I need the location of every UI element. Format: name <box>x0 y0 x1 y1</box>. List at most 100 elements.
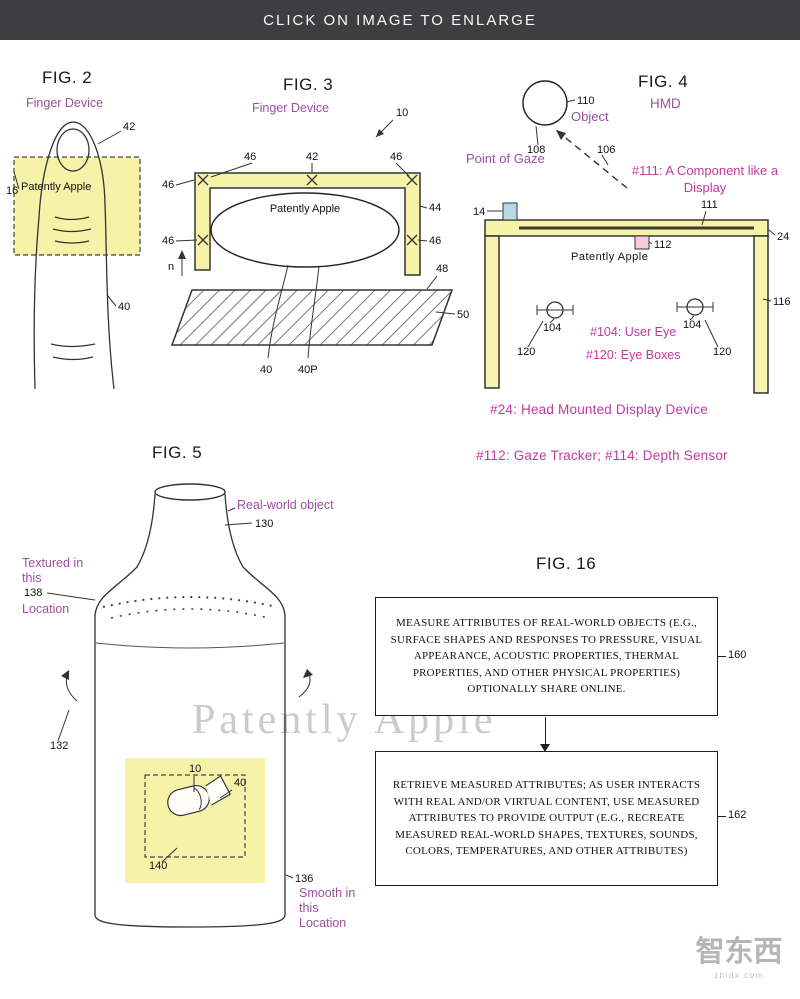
banner: CLICK ON IMAGE TO ENLARGE <box>0 0 800 40</box>
leader-112 <box>648 241 653 245</box>
gaze-object-sphere <box>522 80 568 126</box>
x-markers <box>197 174 418 246</box>
fig3-label-40p: 40P <box>298 364 318 376</box>
real-world-object-label: Real-world object <box>237 498 334 512</box>
fig3-label-10: 10 <box>396 107 408 119</box>
leader-40-wavy <box>267 264 289 359</box>
point-of-gaze-label: Point of Gaze <box>466 151 545 166</box>
rotate-arrow-left-head <box>61 670 69 680</box>
fig5-title: FIG. 5 <box>152 443 203 462</box>
fig4-label-120: 120 <box>713 346 731 358</box>
fig2-label-16: 16 <box>6 185 18 197</box>
fig3-label-46: 46 <box>429 235 441 247</box>
fig3-label-40: 40 <box>260 364 272 376</box>
leader-40 <box>219 789 233 799</box>
fig2-label-40: 40 <box>118 301 130 313</box>
leader-116 <box>762 298 772 302</box>
fig3-label-44: 44 <box>429 202 441 214</box>
fig5-label-140: 140 <box>149 860 167 872</box>
fig3-label-46: 46 <box>390 151 402 163</box>
finger-pad-ellipse <box>210 192 400 268</box>
logo-subtext: zhidx.com <box>714 971 764 980</box>
left-eye-symbol <box>536 301 574 319</box>
fig5-label-40: 40 <box>234 777 246 789</box>
fig2-highlight-region <box>14 157 140 255</box>
fig4-label-106: 106 <box>597 144 615 156</box>
eye-boxes-note: #120: Eye Boxes <box>586 348 681 362</box>
leader-160 <box>718 656 726 657</box>
site-watermark-logo: 智东西 zhidx.com <box>683 928 795 980</box>
textured-note-bottom: Location <box>22 602 70 616</box>
gaze-dashed-arrow <box>555 129 628 189</box>
texture-dashes <box>102 596 278 608</box>
banner-text: CLICK ON IMAGE TO ENLARGE <box>263 11 537 29</box>
leader-120-left <box>527 320 544 348</box>
fig4-label-112: 112 <box>654 239 672 251</box>
fig5-highlight-region <box>125 758 265 883</box>
fig16-label-160: 160 <box>728 649 747 661</box>
leader-162 <box>718 816 726 817</box>
fig5-drawing: 132 130 10 40 140 136 <box>46 483 313 928</box>
device-frame <box>194 172 421 276</box>
user-eye-note: #104: User Eye <box>590 325 677 339</box>
fig4-label-116: 116 <box>773 296 791 308</box>
fig4-label-104: 104 <box>683 319 701 331</box>
fingernail <box>56 128 90 172</box>
right-eye-symbol <box>676 298 714 316</box>
leader-130 <box>224 522 253 526</box>
fig5-label-130: 130 <box>255 518 273 530</box>
leader-16 <box>13 171 20 190</box>
fig3-subtitle: Finger Device <box>252 101 330 115</box>
fig5-label-10: 10 <box>189 763 201 775</box>
leader-111 <box>701 210 707 226</box>
smooth-note: Smooth in this Location <box>299 886 356 930</box>
fig4-subtitle: HMD <box>650 96 681 111</box>
leader-42 <box>97 130 122 145</box>
hmd-note: #24: Head Mounted Display Device <box>490 402 709 417</box>
finger-creases <box>50 216 96 361</box>
flow-arrow-head <box>540 744 550 752</box>
leader-138 <box>46 592 96 601</box>
fig3-label-n: n <box>168 261 174 273</box>
leader-110 <box>565 99 576 103</box>
mini-finger-device <box>167 775 232 817</box>
component-note: #111: A Component like a Display <box>631 163 779 195</box>
fig4-label-111: 111 <box>701 199 718 211</box>
fig5-dashed-box <box>144 774 246 858</box>
n-arrow-head <box>178 250 186 259</box>
fig3-title: FIG. 3 <box>283 75 334 94</box>
leader-48 <box>426 275 438 290</box>
leader-50 <box>435 311 456 315</box>
leader-46-tl <box>210 162 253 178</box>
fig3-label-48: 48 <box>436 263 448 275</box>
leader-108 <box>535 125 539 146</box>
fig16-label-162: 162 <box>728 809 747 821</box>
leader-40 <box>106 294 117 307</box>
fig2-drawing: Patently Apple 42 16 40 <box>6 121 141 390</box>
gaze-arrow-head <box>556 130 566 140</box>
leader-136 <box>285 874 294 879</box>
hmd-right-leg <box>753 235 769 394</box>
fig3-label-42: 42 <box>306 151 318 163</box>
object-label: Object <box>571 109 609 124</box>
bottle-outline <box>94 493 286 928</box>
fig4-watermark: Patently Apple <box>571 251 648 263</box>
fig16-box2-text: RETRIEVE MEASURED ATTRIBUTES; AS USER IN… <box>392 779 701 858</box>
arrow-10-head <box>376 129 384 137</box>
bottle-mouth <box>154 483 226 501</box>
rotate-arrow-right-head <box>303 669 313 678</box>
fig4-label-104: 104 <box>543 322 561 334</box>
fig3-label-46: 46 <box>162 179 174 191</box>
fig16-box-retrieve: RETRIEVE MEASURED ATTRIBUTES; AS USER IN… <box>375 751 718 886</box>
fig5-label-136: 136 <box>295 873 313 885</box>
leader-140 <box>161 847 178 863</box>
leader-120-right <box>704 319 719 348</box>
fig16-box1-text: MEASURE ATTRIBUTES OF REAL-WORLD OBJECTS… <box>390 617 703 696</box>
sensor-14 <box>502 202 518 221</box>
fig2-subtitle: Finger Device <box>26 96 104 110</box>
fig4-label-110: 110 <box>577 95 595 107</box>
fig4-label-120: 120 <box>517 346 535 358</box>
fill-line <box>95 642 285 649</box>
fig16-title: FIG. 16 <box>536 554 597 573</box>
